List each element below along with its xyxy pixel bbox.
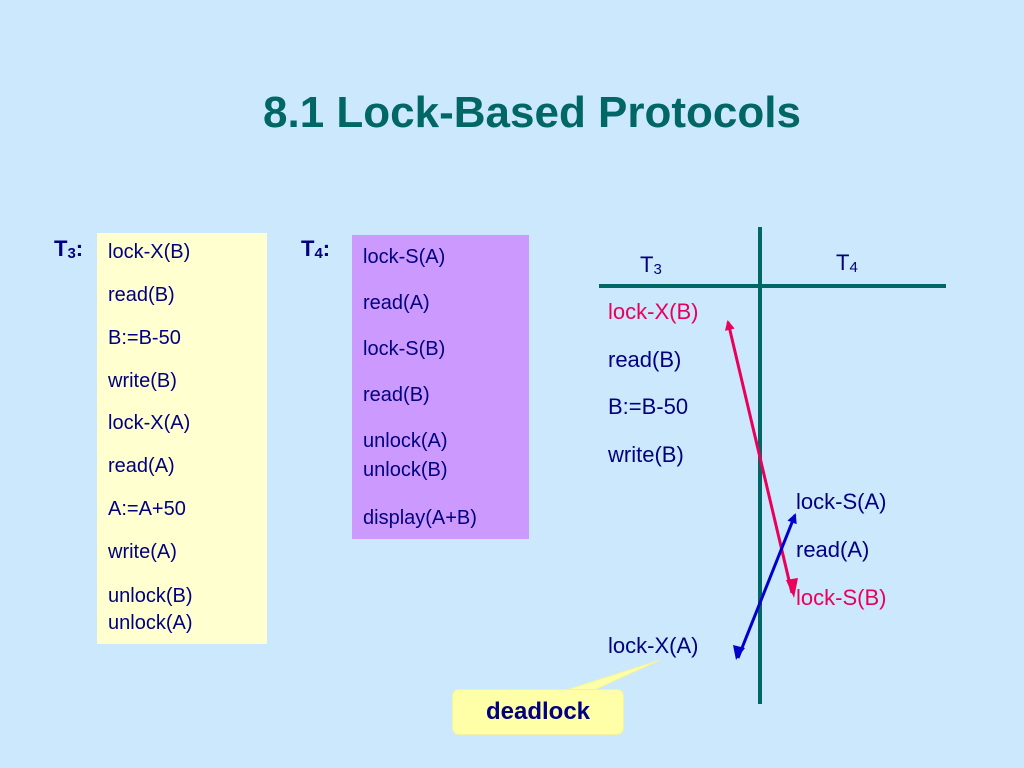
deadlock-callout-text: deadlock: [485, 698, 591, 725]
t3-step: write(B): [108, 370, 177, 392]
schedule-t3-step: lock-X(A): [608, 633, 699, 658]
t4-step: display(A+B): [363, 507, 477, 529]
t3-step: unlock(A): [108, 612, 193, 634]
t3-label-sub: 3: [67, 245, 76, 262]
t3-step: unlock(B): [108, 585, 193, 607]
t4-step: read(A): [363, 292, 430, 314]
callout-tail: [559, 659, 661, 693]
deadlock-callout: deadlock: [453, 690, 623, 734]
blue-arrow: [736, 513, 797, 659]
schedule-t3-step: lock-X(B): [608, 299, 699, 324]
t4-step: read(B): [363, 384, 430, 406]
schedule-col-t3: T3: [640, 252, 662, 278]
t4-steps-box: lock-S(A) read(A) lock-S(B) read(B) unlo…: [352, 235, 529, 539]
t3-step: read(A): [108, 455, 175, 477]
schedule-t3-step: B:=B-50: [608, 394, 689, 419]
schedule-header-line: [599, 284, 946, 288]
t3-step: A:=A+50: [108, 498, 186, 520]
t3-steps-box: lock-X(B) read(B) B:=B-50 write(B) lock-…: [97, 233, 267, 644]
schedule-t4-step: lock-S(B): [796, 585, 887, 610]
schedule-col-t4: T4: [836, 250, 858, 276]
t4-label-main: T: [301, 236, 315, 261]
red-arrow: [724, 320, 794, 594]
schedule-t3-step: write(B): [608, 442, 684, 467]
t3-label-main: T: [54, 236, 68, 261]
schedule-t4-step: lock-S(A): [796, 489, 887, 514]
red-arrow-tail-head: [786, 578, 798, 598]
t4-label-sub: 4: [314, 245, 323, 262]
t3-label-colon: :: [75, 236, 84, 261]
t4-label-colon: :: [322, 236, 331, 261]
schedule-t3-step: read(B): [608, 347, 682, 372]
t4-step: unlock(B): [363, 459, 448, 481]
t3-step: B:=B-50: [108, 327, 181, 349]
page-title: 8.1 Lock-Based Protocols: [263, 88, 801, 137]
blue-arrow-tail-head: [733, 645, 745, 660]
schedule-divider-line: [758, 227, 762, 704]
t3-step: read(B): [108, 284, 175, 306]
t3-label: T3:: [54, 236, 83, 262]
t4-step: lock-S(B): [363, 338, 446, 360]
t4-label: T4:: [301, 236, 330, 262]
t3-step: lock-X(A): [108, 412, 191, 434]
schedule-t4-step: read(A): [796, 537, 870, 562]
t3-step: lock-X(B): [108, 241, 191, 263]
t4-step: unlock(A): [363, 430, 448, 452]
t4-step: lock-S(A): [363, 246, 446, 268]
t3-step: write(A): [108, 541, 177, 563]
